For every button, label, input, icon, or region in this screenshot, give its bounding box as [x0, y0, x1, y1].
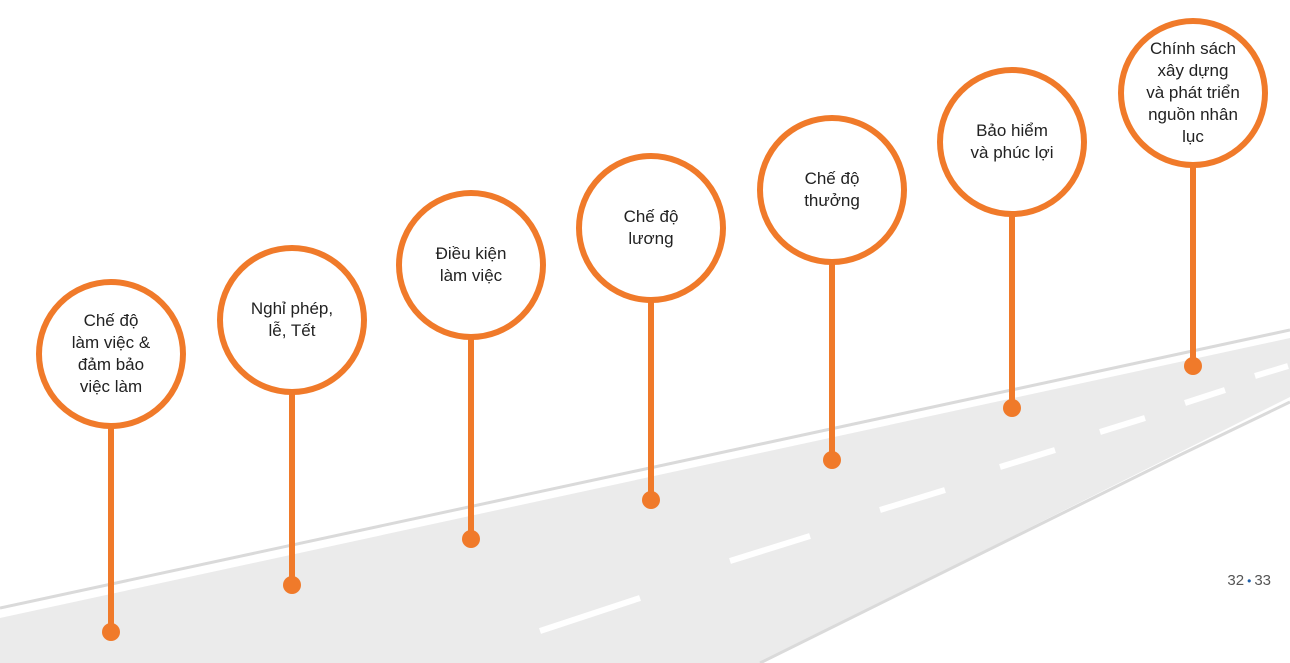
page-number: 32•33: [1227, 572, 1271, 589]
milestone-anchor-dot: [462, 530, 480, 548]
milestone-circle: [396, 190, 546, 340]
lane-mark: [1184, 387, 1226, 406]
lane-markings: [539, 363, 1289, 634]
lane-mark: [729, 533, 811, 564]
page-number-left: 32: [1227, 572, 1245, 589]
milestone-1: [36, 279, 186, 641]
lane-mark: [1254, 363, 1289, 379]
milestone-circle: [937, 67, 1087, 217]
page-number-separator: •: [1247, 574, 1252, 588]
road-top-edge: [0, 328, 1290, 610]
road-lower-edge: [759, 400, 1290, 663]
milestone-anchor-dot: [1184, 357, 1202, 375]
page-number-right: 33: [1254, 572, 1271, 589]
lane-mark: [879, 487, 946, 513]
milestone-anchor-dot: [102, 623, 120, 641]
milestone-anchor-dot: [642, 491, 660, 509]
milestone-3: [396, 190, 546, 548]
milestones: [36, 18, 1268, 641]
milestone-anchor-dot: [283, 576, 301, 594]
milestone-circle: [757, 115, 907, 265]
milestone-circle: [576, 153, 726, 303]
milestone-7: [1118, 18, 1268, 375]
milestone-2: [217, 245, 367, 594]
milestone-circle: [36, 279, 186, 429]
milestone-circle: [217, 245, 367, 395]
milestone-4: [576, 153, 726, 509]
lane-mark: [539, 595, 641, 634]
milestone-anchor-dot: [823, 451, 841, 469]
milestone-anchor-dot: [1003, 399, 1021, 417]
milestone-6: [937, 67, 1087, 417]
milestone-circle: [1118, 18, 1268, 168]
milestone-5: [757, 115, 907, 469]
lane-mark: [1099, 415, 1146, 435]
lane-mark: [999, 447, 1056, 470]
